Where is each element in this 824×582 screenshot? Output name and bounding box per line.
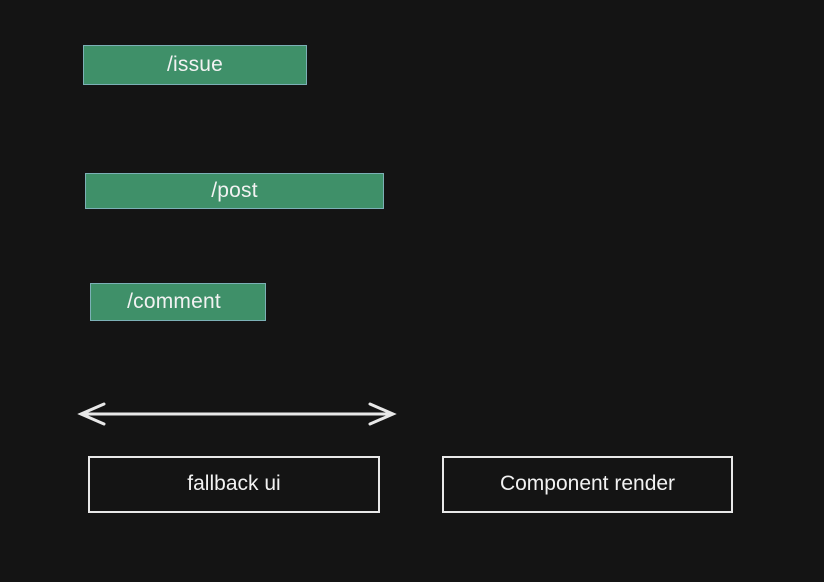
- double-headed-arrow-icon: [77, 402, 397, 426]
- route-bar-issue-label: /issue: [166, 52, 224, 76]
- route-bar-issue[interactable]: /issue: [83, 45, 307, 85]
- box-component-render-label: Component render: [499, 472, 676, 495]
- route-bar-comment-label: /comment: [127, 289, 221, 313]
- double-headed-arrow: [74, 396, 400, 432]
- box-fallback-ui[interactable]: fallback ui: [88, 456, 380, 513]
- route-bar-comment[interactable]: /comment: [90, 283, 266, 321]
- box-component-render[interactable]: Component render: [442, 456, 733, 513]
- route-bar-post-label: /post: [211, 178, 258, 202]
- box-fallback-ui-label: fallback ui: [187, 472, 281, 495]
- route-bar-post[interactable]: /post: [85, 173, 384, 209]
